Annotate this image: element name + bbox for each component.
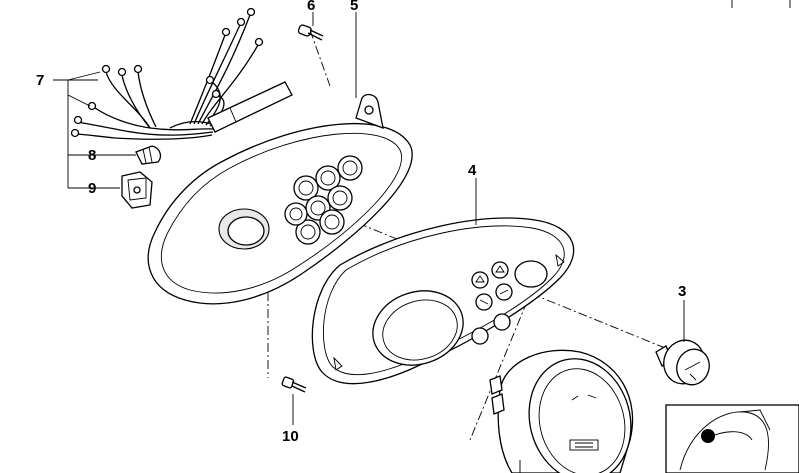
frame-marks bbox=[731, 0, 791, 8]
bolt-part-10[interactable] bbox=[281, 376, 307, 393]
screw-part-6[interactable] bbox=[297, 24, 324, 41]
bulb-part-8[interactable] bbox=[135, 145, 162, 165]
clock-part-3[interactable] bbox=[655, 334, 714, 389]
callout-labels: 6 5 7 8 9 4 3 10 bbox=[36, 0, 686, 445]
callout-8: 8 bbox=[88, 147, 96, 164]
callout-6: 6 bbox=[307, 0, 315, 14]
instrument-housing[interactable] bbox=[147, 93, 413, 305]
callout-10: 10 bbox=[282, 428, 299, 445]
callout-9: 9 bbox=[88, 180, 96, 197]
callout-5: 5 bbox=[350, 0, 358, 14]
callout-4: 4 bbox=[468, 162, 477, 179]
wiring-harness[interactable] bbox=[70, 7, 293, 140]
clip-part-9[interactable] bbox=[121, 171, 153, 209]
callout-7: 7 bbox=[36, 72, 44, 89]
callout-3: 3 bbox=[678, 283, 686, 300]
leader-lines bbox=[53, 12, 685, 473]
location-inset bbox=[665, 404, 799, 473]
speedometer[interactable] bbox=[489, 347, 644, 473]
front-bezel[interactable] bbox=[311, 217, 575, 385]
